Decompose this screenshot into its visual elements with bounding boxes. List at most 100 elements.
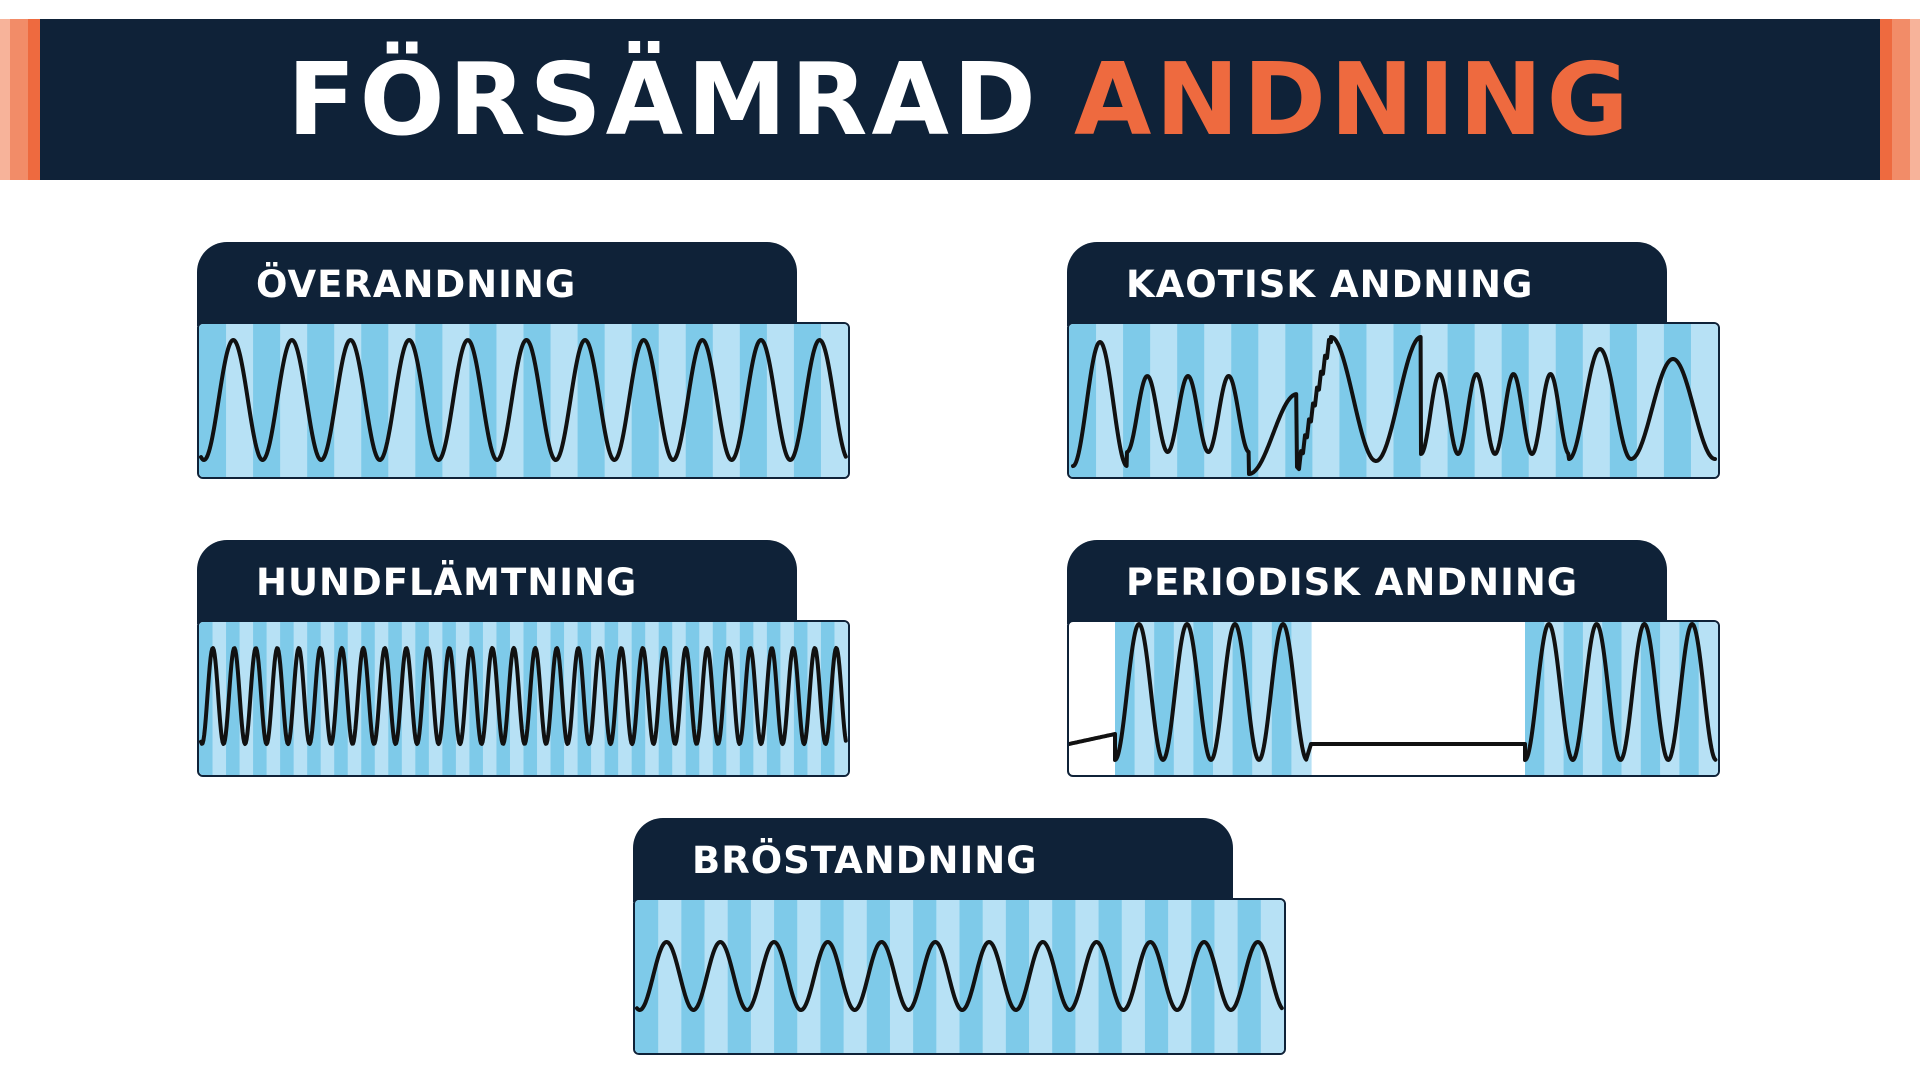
stripe-band — [523, 324, 552, 477]
card-tab: HUNDFLÄMTNING — [197, 540, 797, 624]
waveform-panel — [197, 620, 850, 777]
stripe-band — [428, 622, 443, 775]
stripe-band — [1069, 324, 1097, 477]
stripe-band — [820, 900, 845, 1053]
waveform-brostandning — [635, 900, 1284, 1053]
card-hundflamtning: HUNDFLÄMTNING — [197, 540, 850, 777]
card-label: PERIODISK ANDNING — [1126, 561, 1579, 604]
stripe-band — [866, 900, 891, 1053]
stripe-band — [793, 622, 809, 775]
waveform-kaotisk-andning — [1069, 324, 1718, 477]
stripe-band — [307, 324, 335, 477]
waveform-panel — [197, 322, 850, 479]
stripe-band — [1191, 900, 1216, 1053]
stripe-band — [1663, 324, 1692, 477]
stripe-band — [1204, 324, 1232, 477]
title-word-accent: ANDNING — [1073, 40, 1633, 158]
stripe-band — [727, 900, 752, 1053]
breathing-wave-line — [199, 646, 848, 746]
stripe-band — [913, 900, 937, 1053]
stripe-band — [550, 324, 579, 477]
stripe-band — [982, 900, 1007, 1053]
stripe-band — [1144, 900, 1169, 1053]
stripe-band — [1075, 900, 1100, 1053]
stripe-band — [415, 324, 443, 477]
card-brostandning: BRÖSTANDNING — [633, 818, 1286, 1055]
stripe-band — [1602, 622, 1623, 775]
waveform-panel — [633, 898, 1286, 1055]
stripe-band — [1258, 324, 1286, 477]
header-banner: FÖRSÄMRAD ANDNING — [0, 19, 1920, 180]
stripe-band — [1366, 324, 1395, 477]
stripe-band — [1237, 900, 1262, 1053]
stripe-band — [739, 324, 768, 477]
card-tab: ÖVERANDNING — [197, 242, 797, 326]
card-label: HUNDFLÄMTNING — [256, 561, 638, 604]
stripe-band — [1121, 900, 1146, 1053]
stripe-band — [658, 324, 687, 477]
stripe-band — [374, 622, 389, 775]
stripe-band — [1232, 622, 1253, 775]
right-accent-stripe — [1880, 19, 1920, 180]
stripe-band — [1052, 900, 1076, 1053]
card-overandning: ÖVERANDNING — [197, 242, 850, 479]
waveform-periodisk-andning — [1069, 622, 1718, 775]
stripe-band — [1690, 324, 1718, 477]
stripe-band — [1168, 900, 1192, 1053]
stripe-band — [1271, 622, 1292, 775]
stripe-band — [635, 900, 659, 1053]
header-bar: FÖRSÄMRAD ANDNING — [40, 19, 1880, 180]
stripe-band — [739, 622, 754, 775]
stripe-band — [442, 324, 471, 477]
stripe-band — [797, 900, 822, 1053]
stripe-band — [766, 324, 795, 477]
stripe-band — [1640, 622, 1661, 775]
stripe-band — [959, 900, 984, 1053]
stripe-band — [631, 324, 660, 477]
breathing-wave-line — [635, 940, 1284, 1012]
breathing-wave-line — [1069, 622, 1718, 762]
breathing-wave-line — [199, 338, 848, 462]
stripe-band — [658, 900, 682, 1053]
waveform-panel — [1067, 322, 1720, 479]
stripe-band — [280, 324, 308, 477]
card-periodisk-andning: PERIODISK ANDNING — [1067, 540, 1720, 777]
stripe-band — [1291, 622, 1312, 775]
stripe-band — [750, 900, 775, 1053]
card-tab: KAOTISK ANDNING — [1067, 242, 1667, 326]
stripe-band — [1636, 324, 1665, 477]
waveform-panel — [1067, 620, 1720, 777]
stripe-band — [1173, 622, 1194, 775]
stripe-band — [1134, 622, 1155, 775]
stripe-band — [681, 900, 706, 1053]
stripe-band — [1563, 622, 1584, 775]
stripe-band — [1474, 324, 1503, 477]
stripe-band — [820, 622, 836, 775]
stripe-band — [1420, 324, 1449, 477]
stripe-band — [199, 324, 227, 477]
card-tab: BRÖSTANDNING — [633, 818, 1233, 902]
left-accent-stripe — [0, 19, 40, 180]
card-tab: PERIODISK ANDNING — [1067, 540, 1667, 624]
stripe-band — [455, 622, 471, 775]
stripe-band — [1005, 900, 1030, 1053]
stripe-band — [1698, 622, 1718, 775]
card-label: KAOTISK ANDNING — [1126, 263, 1534, 306]
stripe-band — [1214, 900, 1239, 1053]
card-label: BRÖSTANDNING — [692, 839, 1038, 882]
stripe-band — [843, 900, 868, 1053]
card-kaotisk-andning: KAOTISK ANDNING — [1067, 242, 1720, 479]
stripe-band — [889, 900, 914, 1053]
waveform-overandning — [199, 324, 848, 477]
waveform-hundflamtning — [199, 622, 848, 775]
title-word-primary: FÖRSÄMRAD — [287, 40, 1040, 158]
stripe-band — [1544, 622, 1565, 775]
stripe-band — [793, 324, 822, 477]
stripe-band — [1029, 900, 1053, 1053]
card-label: ÖVERANDNING — [256, 263, 577, 306]
breathing-wave-line — [1071, 335, 1717, 476]
stripe-band — [1555, 324, 1584, 477]
stripe-band — [509, 622, 525, 775]
